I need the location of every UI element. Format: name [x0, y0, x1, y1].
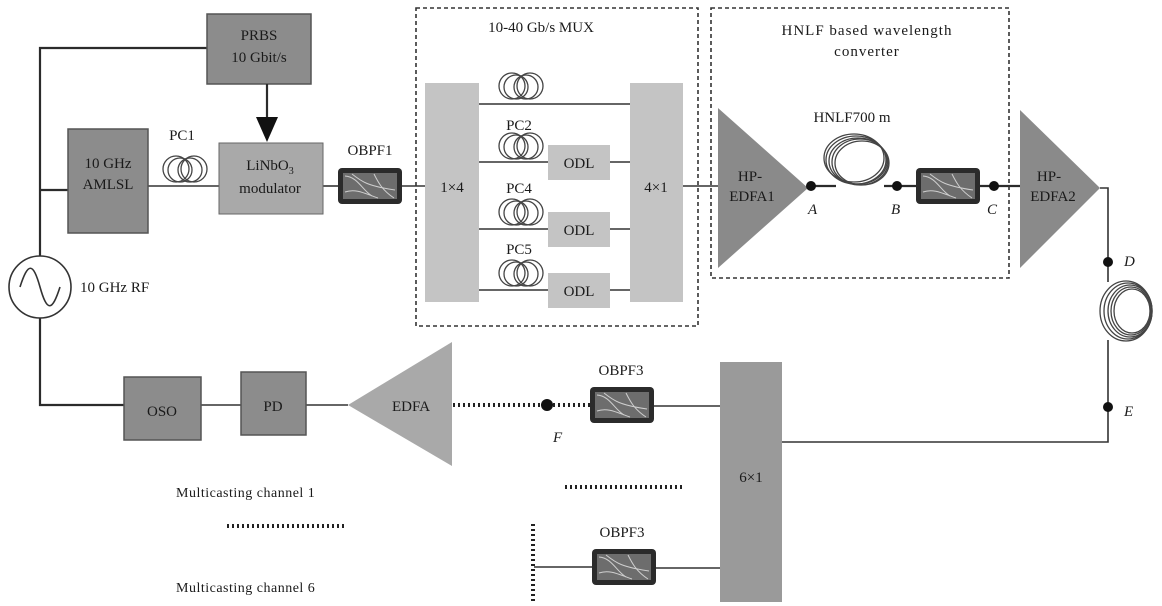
sine-wave-icon: [19, 267, 61, 307]
point-f-marker: [541, 399, 553, 411]
wire-spool-to-combiner6: [782, 340, 1109, 443]
combiner6-label: 6×1: [739, 470, 762, 486]
multicast-channel-6-label: Multicasting channel 6: [176, 581, 315, 596]
modulator-block: LiNbO3 modulator: [218, 142, 324, 215]
point-c-label: C: [987, 202, 998, 218]
hp-edfa2-block: HP- EDFA2: [1020, 110, 1100, 268]
edfa-block: EDFA: [348, 342, 452, 466]
point-e-label: E: [1123, 404, 1133, 420]
prbs-arrow: [256, 84, 278, 142]
hp-edfa2-label-2: EDFA2: [1030, 189, 1076, 205]
pd-block: PD: [240, 371, 307, 436]
obpf3-ch6-label: OBPF3: [599, 525, 644, 541]
hp-edfa1-label-1: HP-: [738, 169, 762, 185]
point-b-marker: [892, 181, 902, 191]
pc1-coil-icon: [162, 155, 208, 183]
oso-label: OSO: [147, 404, 177, 420]
pd-label: PD: [263, 399, 282, 415]
wire-edfa2-to-spool: [1100, 187, 1109, 282]
odl-block-3: [548, 273, 610, 308]
hnlf-converter-group: HNLF based wavelength converter HP- EDFA…: [710, 7, 1010, 279]
obpf3-ch1-label: OBPF3: [598, 363, 643, 379]
point-a-marker: [806, 181, 816, 191]
hp-edfa1-amplifier: [718, 108, 808, 268]
prbs-label: PRBS: [241, 28, 278, 44]
point-e-marker: [1103, 402, 1113, 412]
branch1-coil-icon: [498, 72, 544, 100]
wire-prbs-to-rail: [38, 46, 207, 256]
wire-rail-to-oso: [38, 318, 124, 407]
multicast-channel-1-label: Multicasting channel 1: [176, 486, 315, 501]
converter-filter-icon: [915, 167, 981, 205]
mux-group: 10-40 Gb/s MUX 1×4 4×1 PC2 ODL PC4 ODL P…: [415, 7, 699, 327]
pc4-label: PC4: [506, 181, 532, 197]
converter-boundary: [710, 7, 1010, 279]
oso-block: OSO: [123, 376, 202, 441]
rf-label: 10 GHz RF: [80, 280, 149, 296]
prbs-block: PRBS 10 Gbit/s: [206, 13, 312, 85]
odl-block-1: [548, 145, 610, 180]
edfa-amplifier: [348, 342, 452, 466]
point-a-label: A: [807, 202, 818, 218]
pc5-label: PC5: [506, 242, 532, 258]
hnlf-fiber-label: HNLF700 m: [813, 110, 890, 126]
point-b-label: B: [891, 202, 900, 218]
modulator-label: modulator: [239, 181, 301, 197]
mux-title: 10-40 Gb/s MUX: [488, 20, 594, 36]
point-d-marker: [1103, 257, 1113, 267]
wire-combiner6-to-obpf3-6: [534, 566, 720, 569]
obpf1-label: OBPF1: [347, 143, 392, 159]
converter-title-2: converter: [834, 44, 900, 60]
pc2-label: PC2: [506, 118, 532, 134]
splitter-block: [425, 83, 479, 302]
hp-edfa1-label-2: EDFA1: [729, 189, 775, 205]
obpf1-filter-icon: [337, 167, 403, 205]
hnlf-spool-icon: [823, 133, 890, 186]
point-d-label: D: [1123, 254, 1135, 270]
laser-block: 10 GHz AMLSL: [67, 128, 149, 234]
obpf3-ch6-filter-icon: [591, 548, 657, 586]
converter-title-1: HNLF based wavelength: [782, 23, 953, 39]
hp-edfa2-amplifier: [1020, 110, 1100, 268]
obpf3-ch1-filter-icon: [589, 386, 655, 424]
odl-label-2: ODL: [564, 223, 595, 239]
combiner6-block: 6×1: [720, 362, 782, 602]
prbs-rate-label: 10 Gbit/s: [231, 50, 287, 66]
splitter-label: 1×4: [440, 180, 464, 196]
pc4-coil-icon: [498, 198, 544, 226]
connections: [38, 46, 1109, 604]
pc5-coil-icon: [498, 259, 544, 287]
combiner-label: 4×1: [644, 180, 667, 196]
rf-source: 10 GHz RF: [8, 255, 149, 319]
combiner6-body: [720, 362, 782, 602]
arrow-head-icon: [256, 117, 278, 142]
modulator-material-label: LiNbO3: [246, 158, 294, 177]
combiner-block: [630, 83, 683, 302]
pc1-label: PC1: [169, 128, 195, 144]
laser-freq-label: 10 GHz: [84, 156, 131, 172]
pc2-coil-icon: [498, 132, 544, 160]
point-c-marker: [989, 181, 999, 191]
laser-type-label: AMLSL: [83, 177, 134, 193]
point-f-label: F: [552, 430, 563, 446]
odl-block-2: [548, 212, 610, 247]
mux-boundary: [415, 7, 699, 327]
odl-label-1: ODL: [564, 156, 595, 172]
odl-label-3: ODL: [564, 284, 595, 300]
edfa-label: EDFA: [392, 399, 430, 415]
hp-edfa2-label-1: HP-: [1037, 169, 1061, 185]
transmission-spool-icon: [1099, 280, 1153, 342]
